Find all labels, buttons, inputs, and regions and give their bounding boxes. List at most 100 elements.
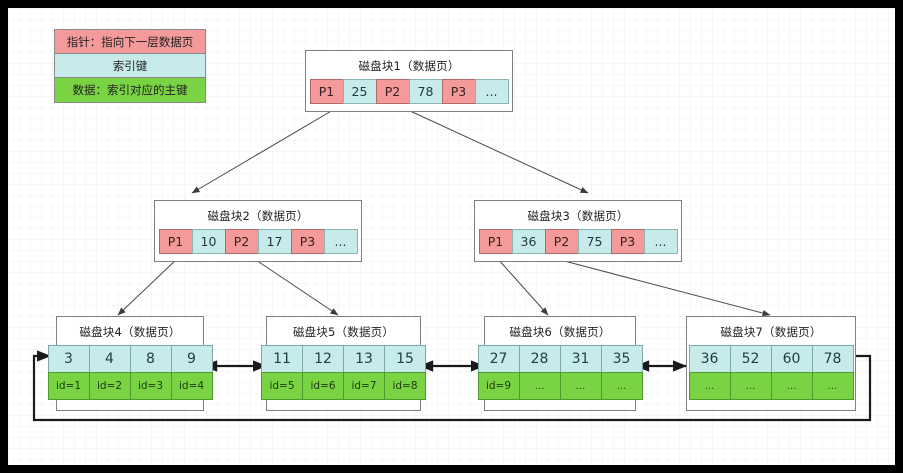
disk-block-3[interactable]: 磁盘块3（数据页） P1 36 P2 75 P3 ... [474,200,682,262]
leaf-key: 9 [170,345,213,373]
leaf-value: ... [729,372,772,400]
cell-pointer-p3[interactable]: P3 [610,229,645,254]
edge-leaf-loopback [32,350,872,422]
leaf-entry[interactable]: 3 id=1 [47,345,90,400]
disk-block-3-title: 磁盘块3（数据页） [527,209,629,223]
disk-block-7[interactable]: 磁盘块7（数据页） 36 ... 52 ... 60 ... 78 ... [686,316,856,411]
leaf-value: id=6 [302,372,344,400]
leaf-entry[interactable]: 12 id=6 [302,345,344,400]
disk-block-4-entries: 3 id=1 4 id=2 8 id=3 9 id=4 [47,345,213,410]
disk-block-1[interactable]: 磁盘块1（数据页） P1 25 P2 78 P3 ... [305,50,513,112]
leaf-key: 36 [688,345,731,373]
disk-block-7-entries: 36 ... 52 ... 60 ... 78 ... [687,345,855,410]
legend-row-key: 索引键 [55,54,205,78]
leaf-entry[interactable]: 4 id=2 [88,345,131,400]
cell-pointer-p3[interactable]: P3 [441,79,476,104]
leaf-value: id=5 [261,372,303,400]
leaf-key: 78 [811,345,854,373]
leaf-key: 12 [302,345,344,373]
legend: 指针：指向下一层数据页 索引键 数据：索引对应的主键 [54,29,206,103]
disk-block-2[interactable]: 磁盘块2（数据页） P1 10 P2 17 P3 ... [154,200,362,262]
disk-block-5-entries: 11 id=5 12 id=6 13 id=7 15 id=8 [261,345,426,410]
disk-block-5[interactable]: 磁盘块5（数据页） 11 id=5 12 id=6 13 id=7 15 id=… [261,316,426,411]
leaf-key: 35 [600,345,643,373]
leaf-key: 13 [343,345,385,373]
leaf-entry[interactable]: 35 ... [600,345,643,400]
leaf-value: ... [600,372,643,400]
leaf-entry[interactable]: 13 id=7 [343,345,385,400]
cell-key-2: ... [643,229,678,254]
leaf-key: 60 [770,345,813,373]
leaf-value: ... [770,372,813,400]
disk-block-7-title: 磁盘块7（数据页） [720,325,822,339]
disk-block-6[interactable]: 磁盘块6（数据页） 27 id=9 28 ... 31 ... 35 ... [477,316,643,411]
cell-key-0: 10 [191,229,226,254]
edge-root-to-block2 [191,109,334,194]
diagram-frame: 指针：指向下一层数据页 索引键 数据：索引对应的主键 磁盘块1（数据页） P1 … [8,8,895,465]
disk-block-6-entries: 27 id=9 28 ... 31 ... 35 ... [477,345,643,410]
leaf-entry[interactable]: 8 id=3 [129,345,172,400]
cell-pointer-p1[interactable]: P1 [478,229,513,254]
leaf-entry[interactable]: 11 id=5 [261,345,303,400]
leaf-entry[interactable]: 28 ... [518,345,561,400]
cell-pointer-p1[interactable]: P1 [158,229,193,254]
leaf-key: 15 [384,345,426,373]
edge-block3-to-leaf7 [552,257,771,317]
cell-key-1: 75 [577,229,612,254]
disk-block-5-title: 磁盘块5（数据页） [292,325,395,339]
cell-pointer-p2[interactable]: P2 [224,229,259,254]
disk-block-3-cells: P1 36 P2 75 P3 ... [475,229,681,262]
edge-block3-to-leaf6 [496,257,549,316]
leaf-value: id=9 [477,372,520,400]
leaf-key: 3 [47,345,90,373]
leaf-value: id=4 [170,372,213,400]
cell-key-0: 25 [342,79,377,104]
leaf-entry[interactable]: 78 ... [811,345,854,400]
edge-root-to-block3 [407,109,589,194]
leaf-value: id=1 [47,372,90,400]
leaf-value: ... [518,372,561,400]
cell-key-2: ... [474,79,509,104]
leaf-value: id=2 [88,372,131,400]
leaf-entry[interactable]: 31 ... [559,345,602,400]
legend-row-data: 数据：索引对应的主键 [55,78,205,102]
cell-pointer-p2[interactable]: P2 [544,229,579,254]
leaf-entry[interactable]: 60 ... [770,345,813,400]
disk-block-6-title: 磁盘块6（数据页） [509,325,611,339]
edge-block2-to-leaf4 [117,257,179,316]
leaf-key: 28 [518,345,561,373]
disk-block-2-title: 磁盘块2（数据页） [207,209,309,223]
cell-key-1: 78 [408,79,443,104]
leaf-key: 11 [261,345,303,373]
cell-pointer-p2[interactable]: P2 [375,79,410,104]
leaf-value: id=3 [129,372,172,400]
cell-key-2: ... [323,229,358,254]
leaf-key: 4 [88,345,131,373]
leaf-key: 8 [129,345,172,373]
cell-pointer-p3[interactable]: P3 [290,229,325,254]
leaf-entry[interactable]: 9 id=4 [170,345,213,400]
disk-block-2-cells: P1 10 P2 17 P3 ... [155,229,361,262]
leaf-entry[interactable]: 36 ... [688,345,731,400]
leaf-entry[interactable]: 27 id=9 [477,345,520,400]
cell-key-1: 17 [257,229,292,254]
connector-lines [32,109,872,422]
leaf-key: 52 [729,345,772,373]
cell-pointer-p1[interactable]: P1 [309,79,344,104]
leaf-key: 31 [559,345,602,373]
leaf-value: id=7 [343,372,385,400]
disk-block-4[interactable]: 磁盘块4（数据页） 3 id=1 4 id=2 8 id=3 9 id=4 [47,316,213,411]
leaf-entry[interactable]: 15 id=8 [384,345,426,400]
leaf-value: ... [811,372,854,400]
cell-key-0: 36 [511,229,546,254]
disk-block-4-title: 磁盘块4（数据页） [79,325,181,339]
leaf-key: 27 [477,345,520,373]
leaf-value: id=8 [384,372,426,400]
disk-block-1-cells: P1 25 P2 78 P3 ... [306,79,512,112]
leaf-entry[interactable]: 52 ... [729,345,772,400]
legend-row-pointer: 指针：指向下一层数据页 [55,30,205,54]
edge-block2-to-leaf5 [252,257,339,316]
diagram-canvas: 指针：指向下一层数据页 索引键 数据：索引对应的主键 磁盘块1（数据页） P1 … [8,8,895,465]
leaf-value: ... [688,372,731,400]
leaf-value: ... [559,372,602,400]
